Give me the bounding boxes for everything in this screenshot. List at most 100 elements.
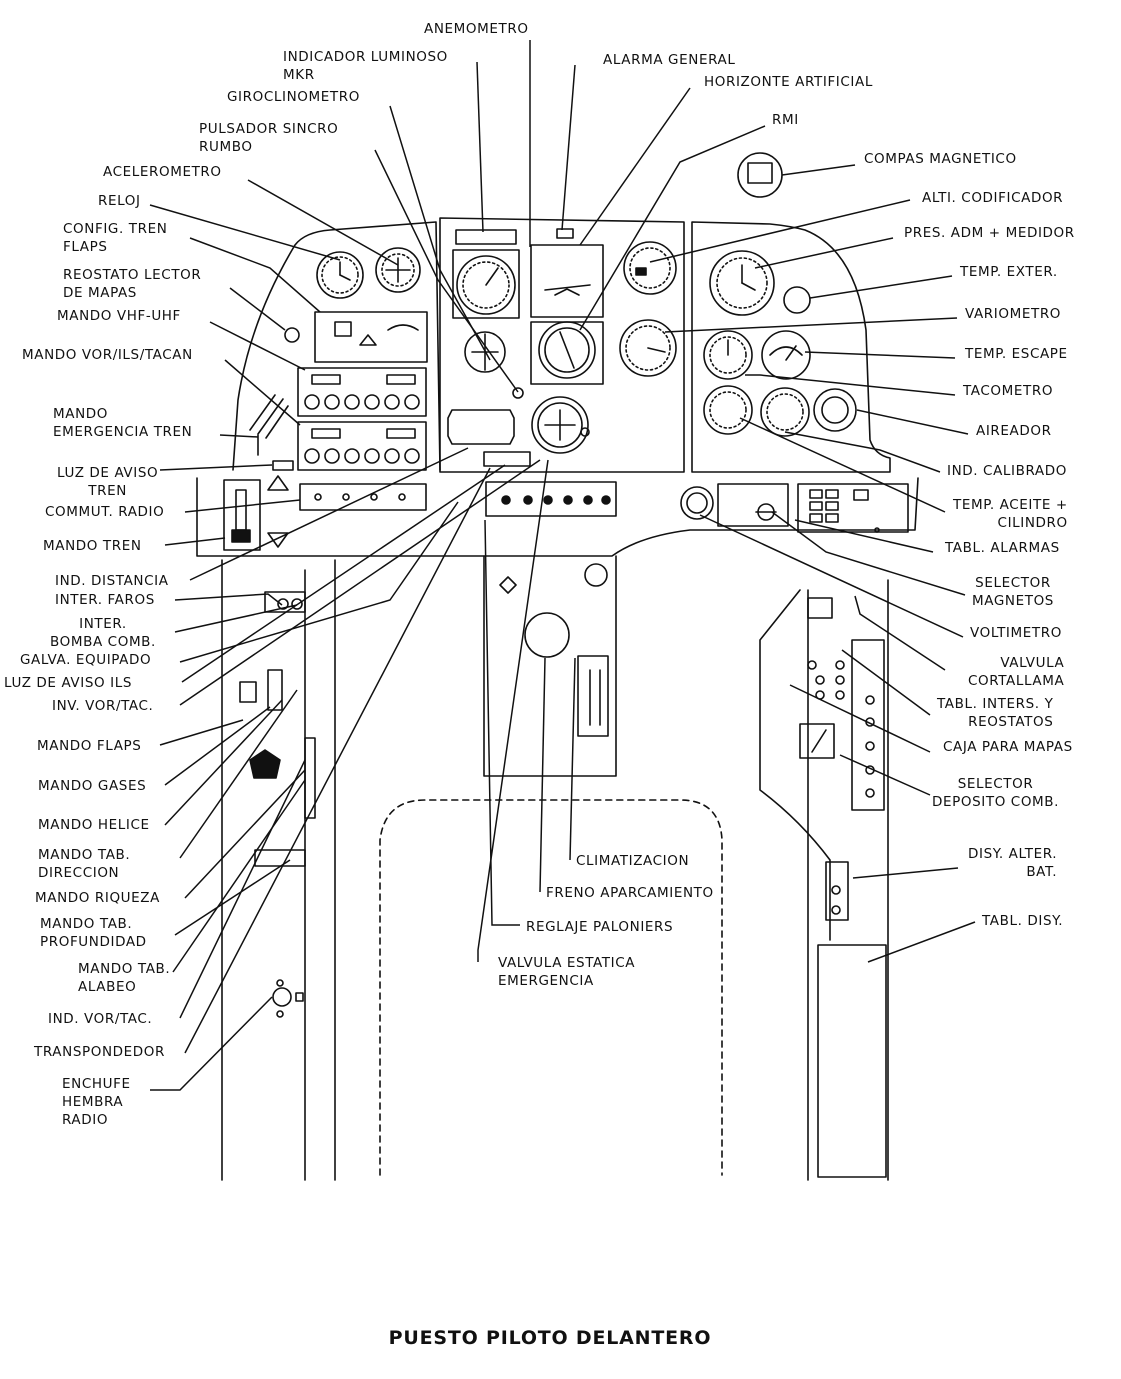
label-mando-tren: MANDO TREN — [43, 538, 142, 554]
voltmeter — [680, 486, 714, 520]
label-mando-gases: MANDO GASES — [38, 778, 147, 794]
label-mando-flaps: MANDO FLAPS — [37, 738, 142, 754]
label-mando-riqueza: MANDO RIQUEZA — [35, 890, 160, 906]
center-panel-outline — [439, 217, 685, 473]
outside-air-temp-gauge — [783, 286, 811, 314]
label-inv-vor-tac: INV. VOR/TAC. — [52, 698, 154, 714]
label-luz-aviso-tren: LUZ DE AVISO TREN — [57, 465, 159, 499]
label-mando-vor-ils-tacan: MANDO VOR/ILS/TACAN — [22, 347, 193, 363]
label-ind-distancia: IND. DISTANCIA — [55, 573, 169, 589]
label-valvula-cortallama: VALVULA CORTALLAMA — [968, 655, 1065, 689]
annunciator-strip — [485, 481, 617, 517]
dashed-seat-outline — [379, 799, 723, 1176]
accelerometer-instrument — [375, 247, 421, 293]
leader-lines — [149, 40, 976, 1091]
label-mando-tab-profundidad: MANDO TAB. PROFUNDIDAD — [40, 916, 147, 950]
label-alarma-general: ALARMA GENERAL — [603, 52, 736, 68]
vor-tac-indicator — [531, 396, 590, 454]
manifold-pressure-gauge — [709, 250, 775, 316]
label-climatizacion: CLIMATIZACION — [576, 853, 690, 869]
label-selector-magnetos: SELECTOR MAGNETOS — [972, 575, 1054, 609]
tachometer — [703, 330, 753, 380]
master-warning-light — [556, 228, 574, 239]
emergency-gear-handle — [249, 394, 289, 456]
label-reostato-lector-mapas: REOSTATO LECTOR DE MAPAS — [63, 267, 202, 301]
label-giroclinometro: GIROCLINOMETRO — [227, 89, 360, 105]
label-voltimetro: VOLTIMETRO — [970, 625, 1062, 641]
label-selector-deposito-comb: SELECTOR DEPOSITO COMB. — [932, 776, 1060, 810]
label-ind-vor-tac: IND. VOR/TAC. — [48, 1011, 153, 1027]
ils-warning-light — [483, 451, 531, 467]
label-mando-helice: MANDO HELICE — [38, 817, 150, 833]
label-aireador: AIREADOR — [976, 423, 1052, 439]
encoding-altimeter — [623, 241, 677, 295]
map-light-rheostat — [284, 327, 300, 343]
vhf-uhf-control-panel — [297, 367, 427, 417]
label-ind-calibrado: IND. CALIBRADO — [947, 463, 1067, 479]
label-indicador-luminoso-mkr: INDICADOR LUMINOSO MKR — [283, 49, 448, 83]
label-temp-aceite-cilindro: TEMP. ACEITE + CILINDRO — [953, 497, 1068, 531]
label-pulsador-sincro-rumbo: PULSADOR SINCRO RUMBO — [199, 121, 339, 155]
warning-annunciator-panel — [797, 483, 909, 533]
transponder-panel — [447, 409, 515, 445]
vor-ils-tacan-control-panel — [297, 421, 427, 471]
label-temp-escape: TEMP. ESCAPE — [965, 346, 1068, 362]
air-vent — [813, 388, 857, 432]
gear-flaps-config-panel — [314, 311, 428, 363]
right-panel-outline — [691, 221, 891, 473]
label-galva-equipado: GALVA. EQUIPADO — [20, 652, 152, 668]
label-temp-exter: TEMP. EXTER. — [960, 264, 1058, 280]
label-compas-magnetico: COMPAS MAGNETICO — [864, 151, 1017, 167]
mkr-light — [455, 229, 517, 245]
left-panel-outline — [232, 221, 441, 471]
label-variometro: VARIOMETRO — [965, 306, 1062, 322]
label-pres-adm-medidor: PRES. ADM + MEDIDOR — [904, 225, 1075, 241]
label-caja-mapas: CAJA PARA MAPAS — [943, 739, 1073, 755]
vertical-speed-indicator — [619, 319, 677, 377]
oil-cyl-temp-gauge — [703, 385, 753, 435]
calibrated-indicator — [760, 387, 810, 437]
diagram-title: PUESTO PILOTO DELANTERO — [388, 1327, 712, 1349]
label-config-tren-flaps: CONFIG. TREN FLAPS — [63, 221, 168, 255]
label-acelerometro: ACELEROMETRO — [103, 164, 222, 180]
rmi-instrument — [530, 321, 604, 385]
label-anemometro: ANEMOMETRO — [424, 21, 529, 37]
label-mando-emergencia-tren: MANDO EMERGENCIA TREN — [53, 406, 193, 440]
label-reloj: RELOJ — [98, 193, 141, 209]
label-mando-tab-direccion: MANDO TAB. DIRECCION — [38, 847, 131, 881]
label-valvula-estatica-emergencia: VALVULA ESTATICA EMERGENCIA — [498, 955, 636, 989]
gear-warning-light — [272, 460, 294, 471]
label-tabl-alarmas: TABL. ALARMAS — [945, 540, 1060, 556]
label-disy-alter-bat: DISY. ALTER. BAT. — [968, 846, 1058, 880]
label-tabl-disy: TABL. DISY. — [982, 913, 1064, 929]
label-enchufe-hembra-radio: ENCHUFE HEMBRA RADIO — [62, 1076, 131, 1128]
left-console — [221, 559, 336, 1181]
label-inter-faros: INTER. FAROS — [55, 592, 155, 608]
attitude-indicator — [530, 244, 604, 318]
label-transpondedor: TRANSPONDEDOR — [34, 1044, 165, 1060]
label-tabl-inters-reostatos: TABL. INTERS. Y REOSTATOS — [937, 696, 1054, 730]
gear-lever-box — [223, 475, 289, 551]
clock-instrument — [316, 251, 364, 299]
radio-switch-panel — [299, 483, 427, 511]
compass-magnetic-instrument — [737, 152, 783, 198]
exhaust-temp-gauge — [761, 330, 811, 380]
label-mando-tab-alabeo: MANDO TAB. ALABEO — [78, 961, 171, 995]
label-rmi: RMI — [772, 112, 799, 128]
glareshield-sill — [196, 477, 919, 557]
right-console — [759, 579, 889, 1181]
airspeed-indicator — [452, 249, 520, 319]
label-mando-vhf-uhf: MANDO VHF-UHF — [57, 308, 181, 324]
label-horizonte-artificial: HORIZONTE ARTIFICIAL — [704, 74, 873, 90]
center-console — [483, 555, 617, 777]
label-commut-radio: COMMUT. RADIO — [45, 504, 165, 520]
label-reglaje-paloniers: REGLAJE PALONIERS — [526, 919, 674, 935]
label-alti-codificador: ALTI. CODIFICADOR — [922, 190, 1064, 206]
label-freno-aparcamiento: FRENO APARCAMIENTO — [546, 885, 714, 901]
label-tacometro: TACOMETRO — [963, 383, 1054, 399]
label-inter-bomba-comb: INTER. BOMBA COMB. — [50, 616, 156, 650]
label-luz-aviso-ils: LUZ DE AVISO ILS — [4, 675, 132, 691]
heading-sync-button — [512, 387, 524, 399]
magneto-selector-panel — [717, 483, 789, 527]
